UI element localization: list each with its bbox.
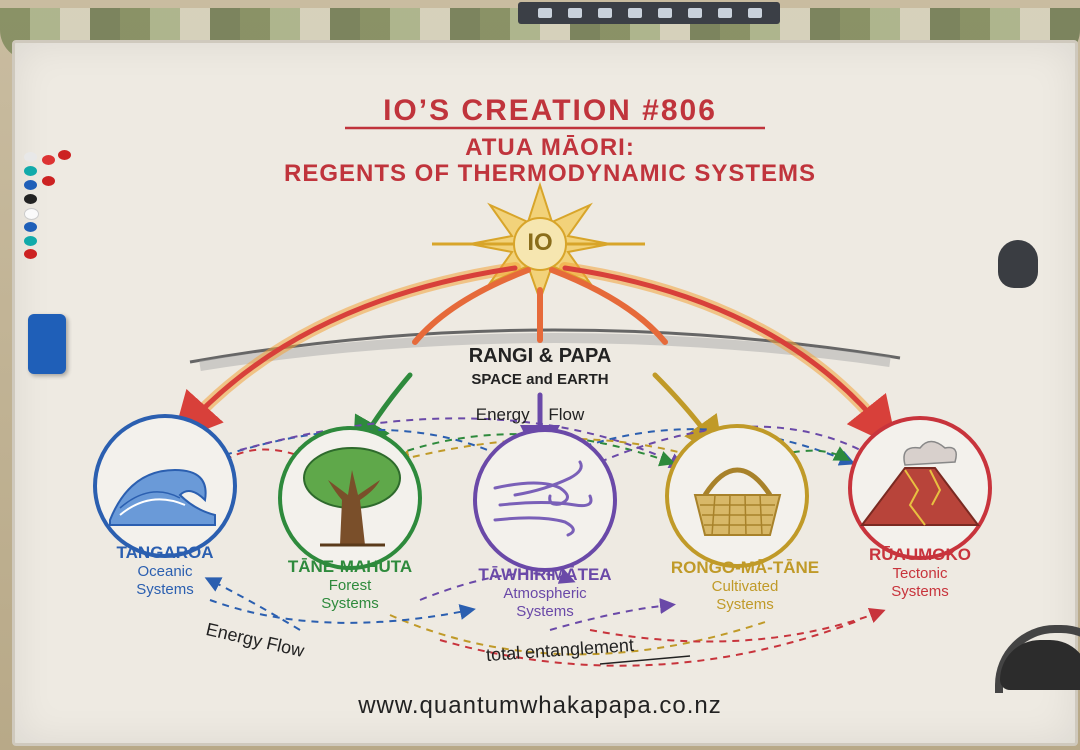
page-title: IO’S CREATION #806	[383, 94, 717, 127]
desk-lamp-shade	[1000, 640, 1080, 690]
entanglement-stroke	[599, 655, 691, 665]
node-tangaroa: TANGAROA Oceanic Systems	[80, 543, 250, 599]
wind-icon	[493, 460, 593, 537]
wall-mouse-object	[998, 240, 1038, 288]
tawhirimatea-circle	[473, 428, 617, 572]
node-name: RONGO-MĀ-TĀNE	[670, 558, 820, 577]
node-name: TĀNE-MAHUTA	[287, 557, 413, 576]
node-line1: Cultivated	[711, 578, 779, 595]
footer-url[interactable]: www.quantumwhakapapa.co.nz	[358, 692, 722, 719]
node-line2: Systems	[321, 595, 379, 612]
volcano-icon	[859, 440, 981, 526]
node-line1: Atmospheric	[503, 585, 587, 602]
energy-flow-arcs-bottom	[204, 568, 886, 667]
tane-mahuta-circle	[278, 426, 422, 570]
node-ruaumoko: RŪAUMOKO Tectonic Systems	[840, 545, 1000, 601]
energy-flow-label-top: Energy Flow	[475, 405, 585, 424]
eraser[interactable]	[28, 314, 66, 374]
io-label: IO	[527, 229, 553, 256]
tree-icon	[303, 447, 401, 547]
node-line2: Systems	[891, 583, 949, 600]
node-line2: Systems	[716, 596, 774, 613]
ruaumoko-circle	[848, 416, 992, 560]
rangi-papa-description: SPACE and EARTH	[471, 371, 609, 388]
node-name: TĀWHIRIMĀTEA	[478, 565, 612, 584]
node-line1: Tectonic	[892, 565, 948, 582]
basket-icon	[693, 467, 782, 536]
node-line1: Forest	[328, 577, 372, 594]
node-line1: Oceanic	[137, 563, 193, 580]
node-line2: Systems	[516, 603, 574, 620]
wave-icon	[109, 468, 216, 526]
node-name: RŪAUMOKO	[869, 545, 971, 564]
tangaroa-circle	[93, 414, 237, 558]
subtitle-line-2: REGENTS OF THERMODYNAMIC SYSTEMS	[283, 160, 817, 187]
node-tawhirimatea: TĀWHIRIMĀTEA Atmospheric Systems	[450, 565, 640, 621]
rongo-ma-tane-circle	[665, 424, 809, 568]
node-line2: Systems	[136, 581, 194, 598]
board-rail	[518, 2, 780, 24]
rangi-papa-label: RANGI & PAPA	[468, 345, 612, 367]
subtitle-line-1: ATUA MĀORI:	[465, 134, 635, 161]
node-tane-mahuta: TĀNE-MAHUTA Forest Systems	[255, 557, 445, 613]
io-energy-arrows	[171, 262, 898, 448]
node-rongo-ma-tane: RONGO-MĀ-TĀNE Cultivated Systems	[645, 558, 845, 614]
node-name: TANGAROA	[116, 543, 214, 562]
